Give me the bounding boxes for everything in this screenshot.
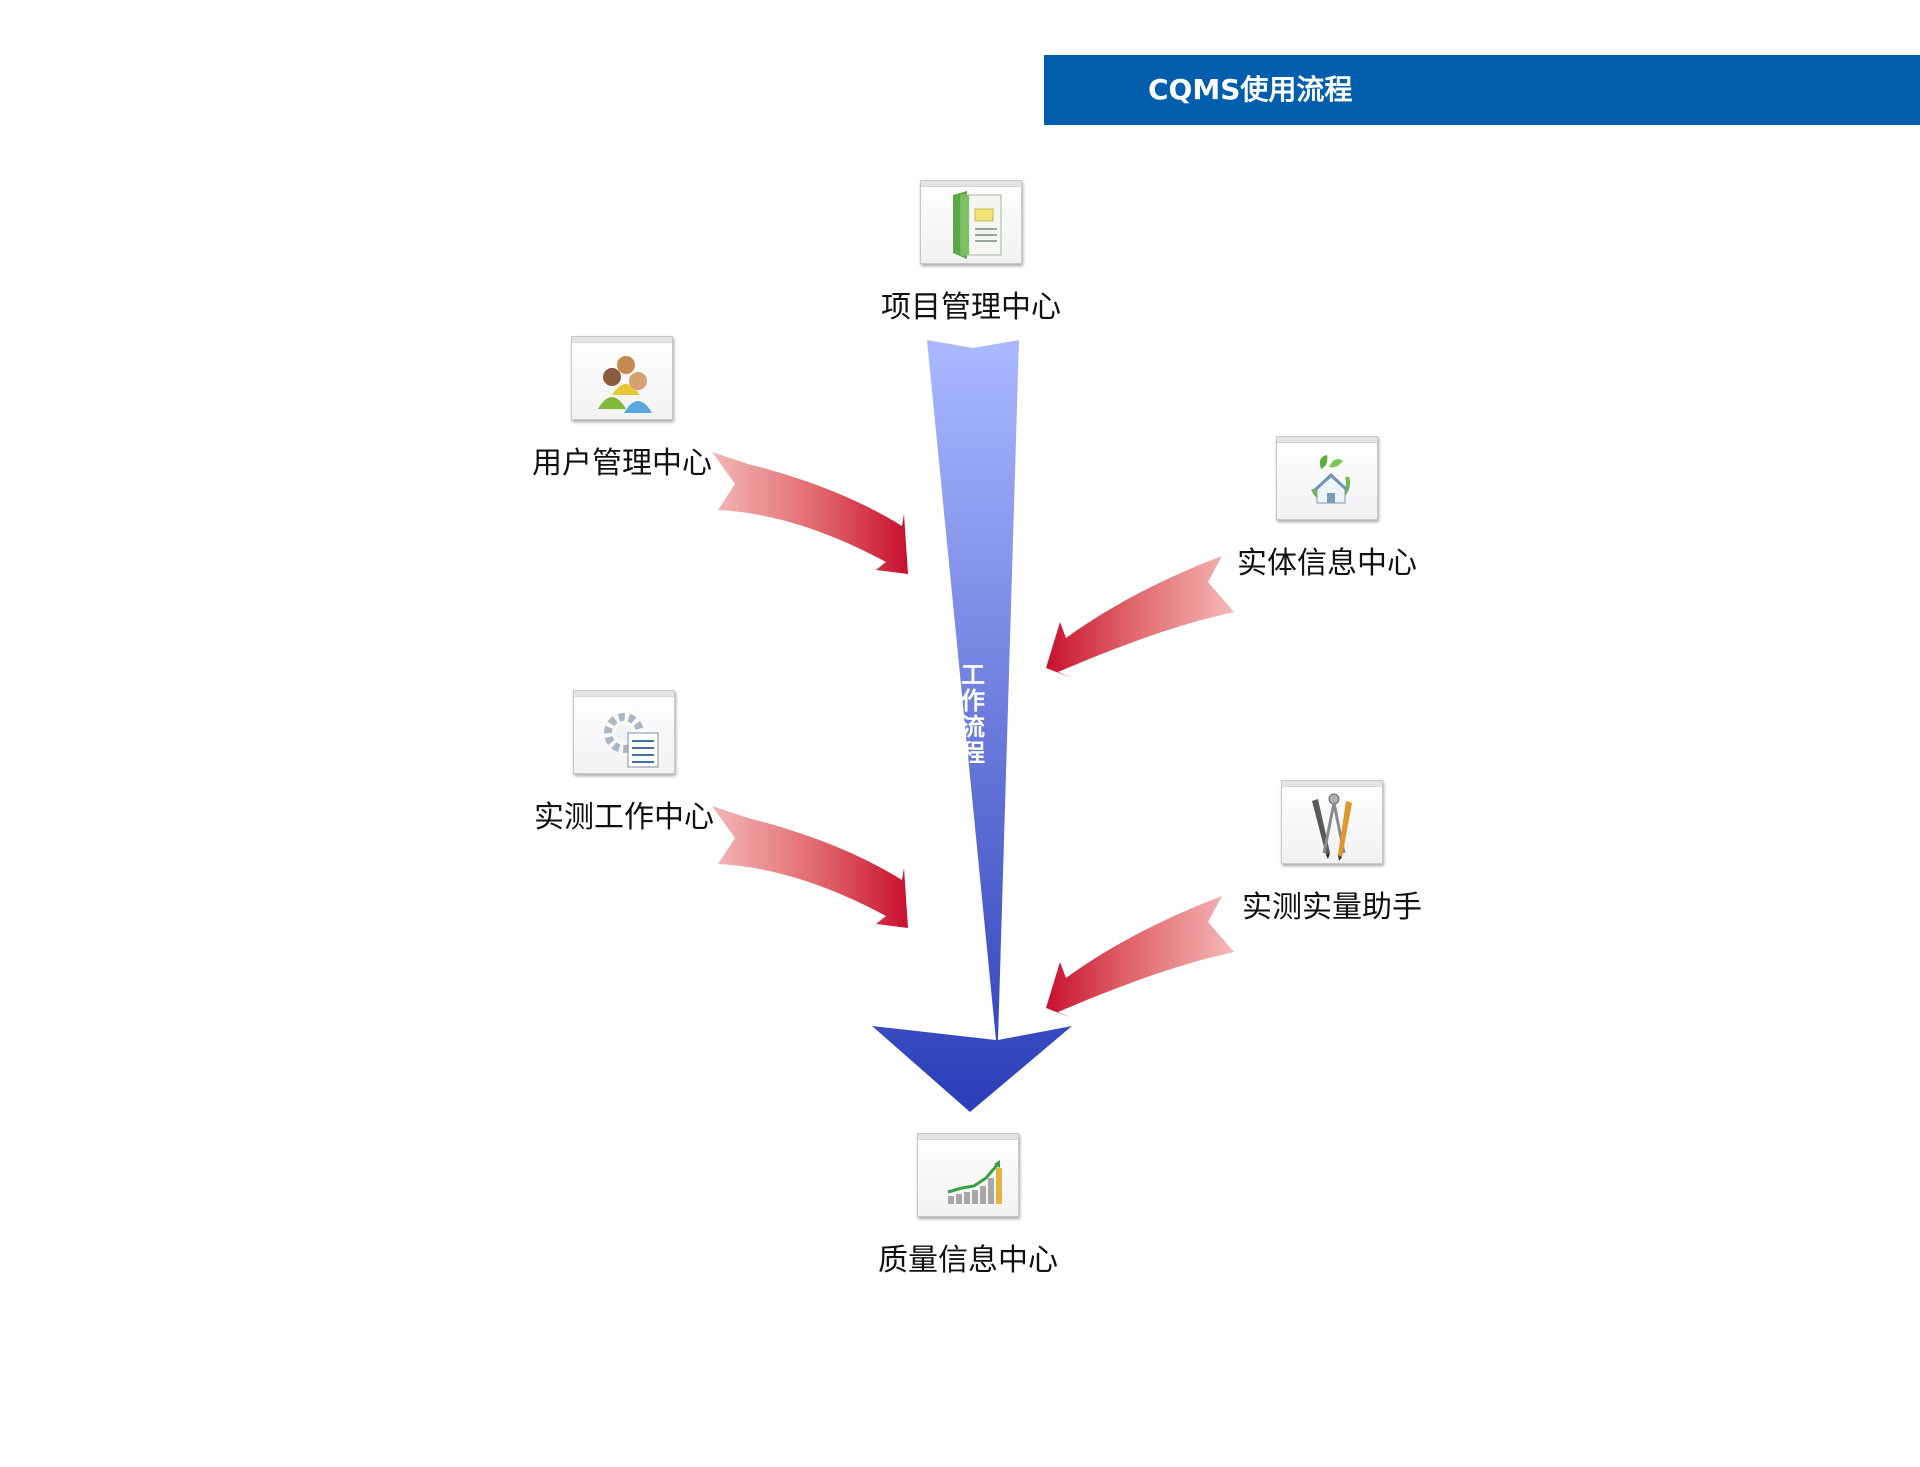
node-measure-assistant-label: 实测实量助手 — [1242, 890, 1422, 925]
node-user-label: 用户管理中心 — [532, 446, 712, 481]
drafting-tools-icon — [1281, 780, 1383, 864]
gear-checklist-icon — [573, 690, 675, 774]
node-user: 用户管理中心 — [502, 336, 742, 482]
measure-work-feeder-arrow — [712, 806, 908, 928]
growth-chart-icon — [917, 1133, 1019, 1217]
flow-label: 工作流程 — [961, 661, 985, 767]
node-entity-label: 实体信息中心 — [1237, 546, 1417, 581]
node-quality-label: 质量信息中心 — [878, 1243, 1058, 1278]
entity-feeder-arrow — [1046, 556, 1234, 678]
node-measure-assistant: 实测实量助手 — [1212, 780, 1452, 926]
node-measure-work: 实测工作中心 — [504, 690, 744, 836]
eco-house-icon — [1276, 436, 1378, 520]
main-flow-arrow — [872, 340, 1072, 1112]
node-project: 项目管理中心 — [851, 180, 1091, 326]
user-feeder-arrow — [712, 452, 908, 574]
users-icon — [571, 336, 673, 420]
folder-icon — [920, 180, 1022, 264]
node-project-label: 项目管理中心 — [881, 290, 1061, 325]
node-quality: 质量信息中心 — [848, 1133, 1088, 1279]
page-title: CQMS使用流程 — [1148, 73, 1353, 106]
title-bar: CQMS使用流程 — [1044, 55, 1920, 125]
node-entity: 实体信息中心 — [1207, 436, 1447, 582]
measure-assistant-feeder-arrow — [1046, 896, 1234, 1018]
node-measure-work-label: 实测工作中心 — [534, 800, 714, 835]
